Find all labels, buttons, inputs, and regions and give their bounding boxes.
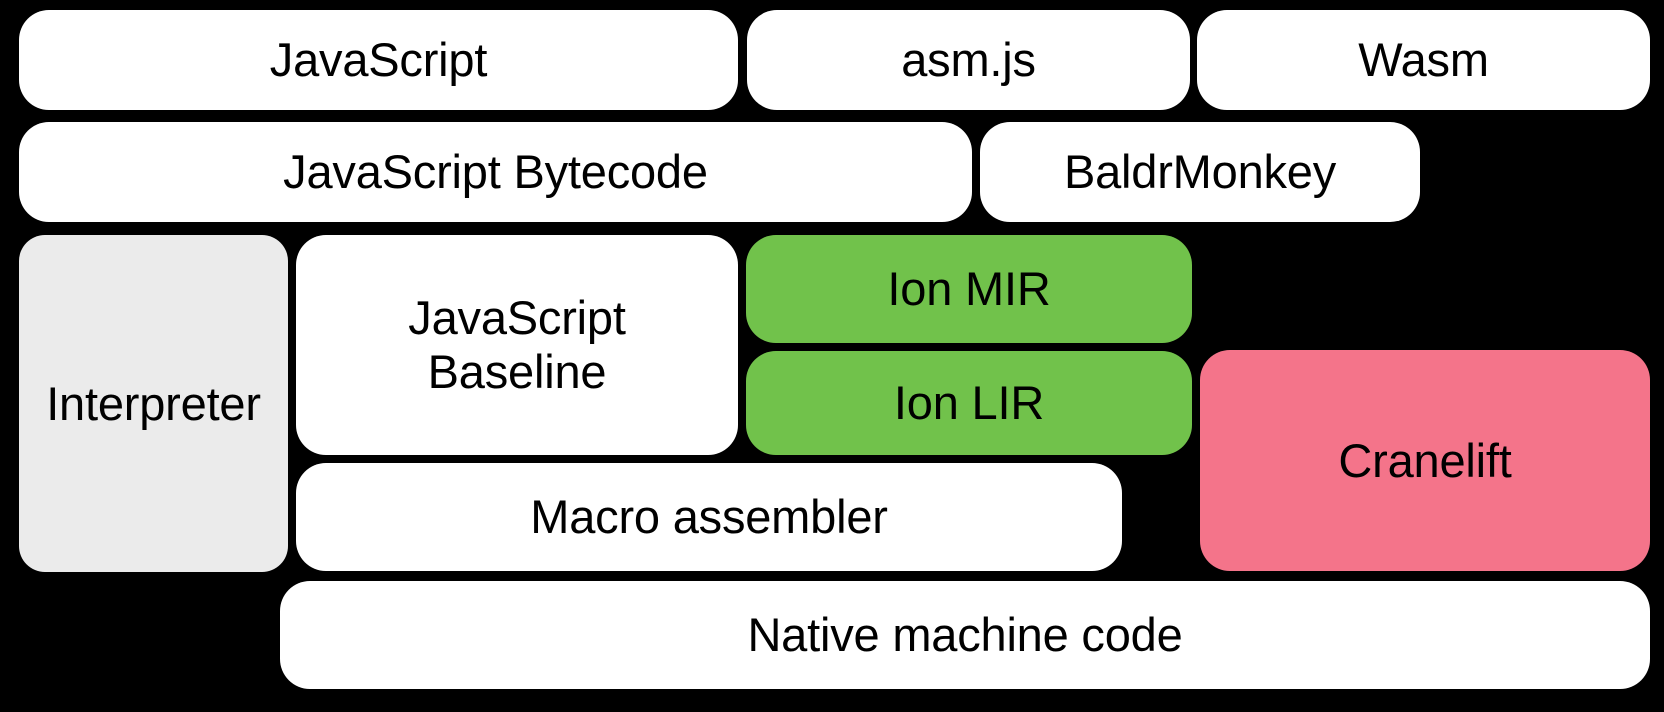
- node-asmjs: asm.js: [747, 10, 1190, 110]
- node-baldrmonkey: BaldrMonkey: [980, 122, 1420, 222]
- node-ion-mir: Ion MIR: [746, 235, 1192, 343]
- node-javascript-baseline: JavaScript Baseline: [296, 235, 738, 455]
- node-native-machine-code: Native machine code: [280, 581, 1650, 689]
- node-interpreter: Interpreter: [19, 235, 288, 572]
- node-javascript-bytecode: JavaScript Bytecode: [19, 122, 972, 222]
- node-ion-lir: Ion LIR: [746, 351, 1192, 455]
- node-wasm: Wasm: [1197, 10, 1650, 110]
- node-macro-assembler: Macro assembler: [296, 463, 1122, 571]
- node-javascript: JavaScript: [19, 10, 738, 110]
- node-cranelift: Cranelift: [1200, 350, 1650, 571]
